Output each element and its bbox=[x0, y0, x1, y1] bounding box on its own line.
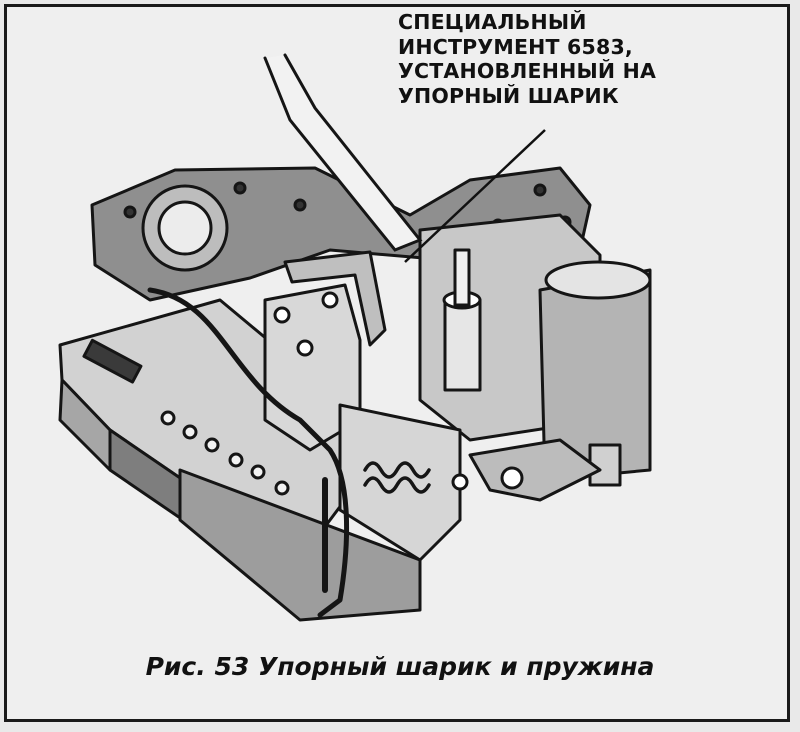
callout-leader-line bbox=[404, 129, 546, 263]
spring-coil bbox=[363, 461, 431, 494]
callout-line-4: УПОРНЫЙ ШАРИК bbox=[398, 83, 619, 108]
callout-line-3: УСТАНОВЛЕННЫЙ НА bbox=[398, 59, 657, 83]
fluid-tube bbox=[147, 287, 350, 618]
special-tool-6583 bbox=[263, 53, 423, 252]
figure-caption: Рис. 53 Упорный шарик и пружина bbox=[145, 652, 655, 681]
callout-label: СПЕЦИАЛЬНЫЙ ИНСТРУМЕНТ 6583, УСТАНОВЛЕНН… bbox=[398, 10, 708, 108]
valve-body-lower bbox=[178, 468, 422, 622]
shift-lever bbox=[468, 438, 602, 502]
callout-line-1: СПЕЦИАЛЬНЫЙ bbox=[398, 10, 587, 34]
callout-line-2: ИНСТРУМЕНТ 6583, bbox=[398, 34, 633, 59]
retainer-bracket bbox=[283, 250, 387, 347]
